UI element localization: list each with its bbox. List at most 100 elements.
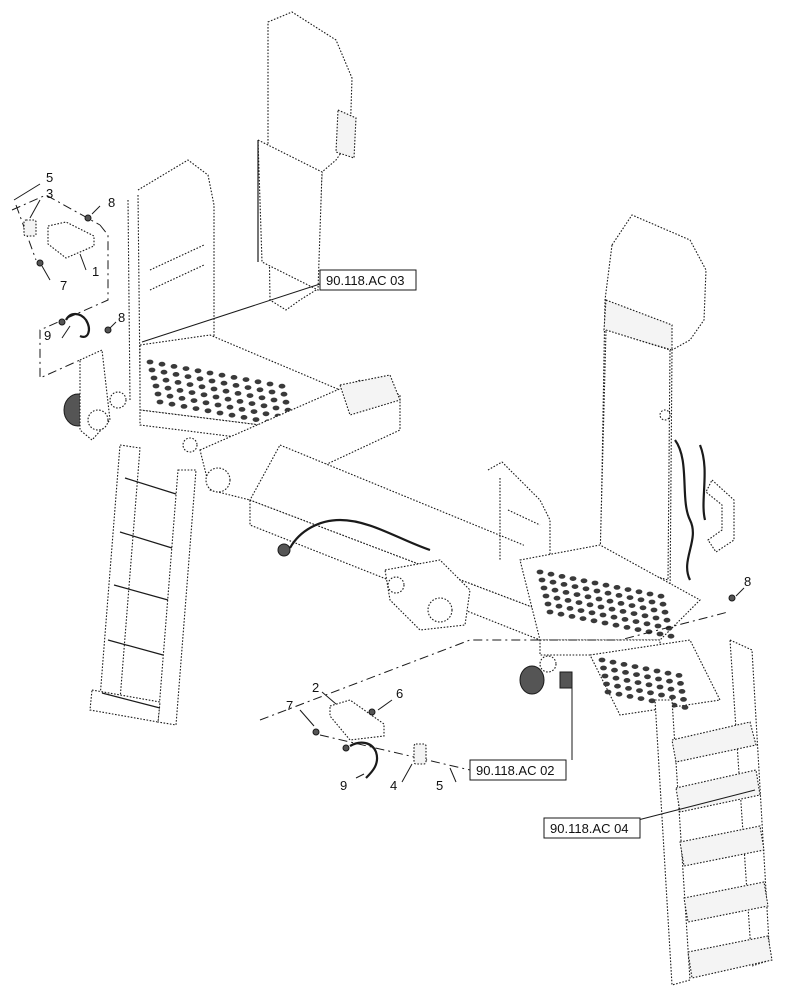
reference-box-ac02[interactable]: 90.118.AC 02: [469, 759, 567, 781]
perforation-hole: [642, 666, 650, 672]
perforation-hole: [591, 580, 599, 586]
perforation-hole: [555, 603, 563, 609]
perforation-hole: [232, 383, 240, 388]
perforation-hole: [659, 601, 667, 607]
perforation-hole: [246, 393, 254, 398]
perforation-hole: [560, 582, 568, 587]
perforation-hole: [610, 614, 618, 620]
perforation-hole: [634, 680, 642, 685]
perforation-hole: [575, 600, 583, 605]
perforation-hole: [601, 620, 609, 626]
perforation-hole: [664, 670, 672, 676]
perforation-hole: [654, 623, 662, 629]
reference-box-ac04[interactable]: 90.118.AC 04: [543, 817, 641, 839]
perforation-hole: [571, 584, 579, 589]
perforation-hole: [170, 364, 178, 369]
perforation-hole: [582, 586, 590, 592]
perforation-hole: [648, 698, 656, 704]
perforation-hole: [600, 665, 607, 671]
perforation-hole: [622, 670, 629, 675]
callout-7-top: 7: [60, 278, 67, 293]
perforation-hole: [637, 696, 645, 701]
perforation-hole: [641, 613, 649, 619]
perforation-hole: [242, 377, 250, 382]
left-ladder: [89, 444, 197, 726]
perforation-hole: [598, 657, 606, 663]
reflector-4: [413, 743, 427, 765]
perforation-hole: [586, 602, 594, 608]
reference-box-ac03[interactable]: 90.118.AC 03: [319, 269, 417, 291]
harness-9-bottom: [349, 741, 379, 779]
perforation-hole: [280, 391, 288, 397]
perforation-hole: [608, 606, 616, 612]
perforation-hole: [196, 376, 204, 382]
perforation-hole: [569, 576, 577, 581]
perforation-hole: [230, 375, 238, 380]
perforation-hole: [604, 689, 612, 695]
perforation-hole: [656, 631, 664, 637]
perforation-hole: [577, 608, 585, 613]
callout-1: 1: [92, 264, 99, 279]
perforation-hole: [606, 598, 614, 604]
perforation-hole: [656, 684, 664, 690]
perforation-hole: [547, 571, 555, 577]
perforation-hole: [639, 605, 647, 611]
perforation-hole: [270, 397, 278, 403]
perforation-hole: [652, 615, 660, 621]
perforation-hole: [663, 617, 671, 623]
perforation-hole: [653, 668, 661, 674]
perforation-hole: [172, 372, 180, 377]
perforation-hole: [579, 616, 587, 621]
perforation-hole: [558, 574, 566, 579]
perforation-hole: [650, 607, 658, 613]
perforation-hole: [180, 404, 188, 409]
perforation-hole: [562, 590, 570, 595]
perforation-hole: [184, 374, 192, 379]
perforation-hole: [154, 391, 162, 397]
perforation-hole: [646, 591, 654, 597]
perforation-hole: [675, 673, 683, 678]
perforation-hole: [632, 619, 640, 624]
callout-5-bottom: 5: [436, 778, 443, 793]
perforation-hole: [626, 694, 634, 699]
perforation-hole: [615, 593, 623, 598]
perforation-hole: [597, 604, 605, 610]
perforation-hole: [621, 617, 629, 622]
perforation-hole: [630, 611, 638, 616]
perforation-hole: [625, 686, 632, 691]
perforation-hole: [665, 625, 673, 631]
right-platform: [519, 544, 721, 716]
perforation-hole: [678, 689, 686, 694]
bracket-1: [47, 221, 95, 259]
perforation-hole: [623, 625, 631, 630]
exploded-parts-bottom: [312, 594, 736, 779]
perforation-hole: [593, 588, 601, 594]
perforation-hole: [645, 682, 653, 688]
perforation-hole: [540, 585, 548, 591]
perforation-hole: [182, 366, 190, 371]
perforation-hole: [176, 388, 184, 393]
right-back-panel: [599, 214, 707, 601]
perforation-hole: [614, 683, 621, 689]
perforation-hole: [603, 681, 610, 687]
perforation-hole: [544, 601, 552, 607]
perforation-hole: [158, 361, 166, 367]
perforation-hole: [623, 678, 631, 683]
exploded-parts-top-left: [23, 214, 112, 338]
perforation-hole: [611, 667, 618, 673]
perforation-hole: [584, 594, 592, 600]
perforation-hole: [538, 577, 546, 583]
perforation-hole: [551, 587, 559, 593]
perforation-hole: [661, 609, 669, 615]
right-ladder: [654, 639, 773, 986]
perforation-hole: [628, 603, 636, 608]
bracket-2: [329, 699, 385, 741]
perforation-hole: [580, 578, 588, 584]
perforation-hole: [194, 368, 202, 374]
perforation-hole: [546, 609, 554, 615]
callout-5-top: 5: [46, 170, 53, 185]
perforation-hole: [216, 410, 224, 416]
callout-8-mid: 8: [118, 310, 125, 325]
perforation-hole: [250, 409, 258, 414]
